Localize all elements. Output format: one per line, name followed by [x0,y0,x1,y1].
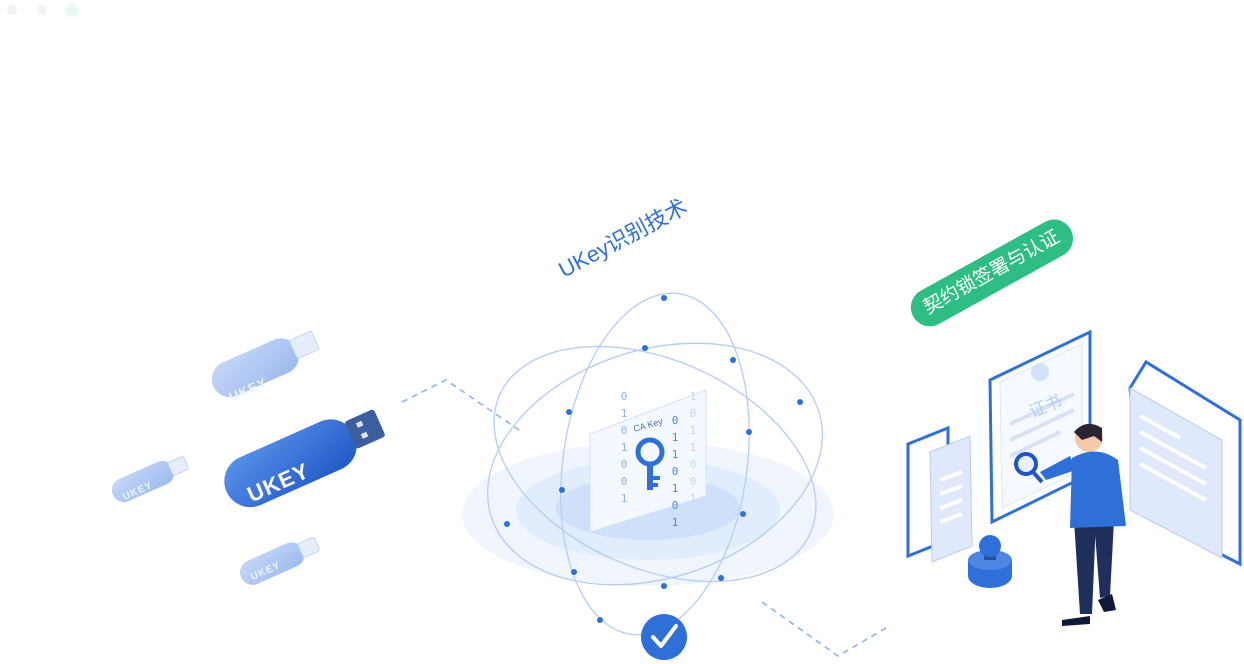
stamp-icon [968,535,1012,588]
usb-key-icon [111,330,385,585]
key-icon [635,437,665,490]
document-icon [1128,359,1242,567]
orbit-rings [486,292,824,636]
person-figure [1040,423,1126,626]
binary-column: 0 1 0 1 0 0 1 [620,390,628,505]
binary-column: 0 1 1 0 1 0 1 [671,414,679,529]
ca-key-card [589,389,707,533]
checkmark-icon [641,614,687,660]
window-dots [7,3,79,17]
dashed-connectors [401,379,887,657]
magnifier-icon [1014,452,1044,484]
document-icon [906,425,973,563]
binary-column: 1 0 1 1 0 0 1 [689,390,697,505]
orbit-dots [504,295,803,623]
